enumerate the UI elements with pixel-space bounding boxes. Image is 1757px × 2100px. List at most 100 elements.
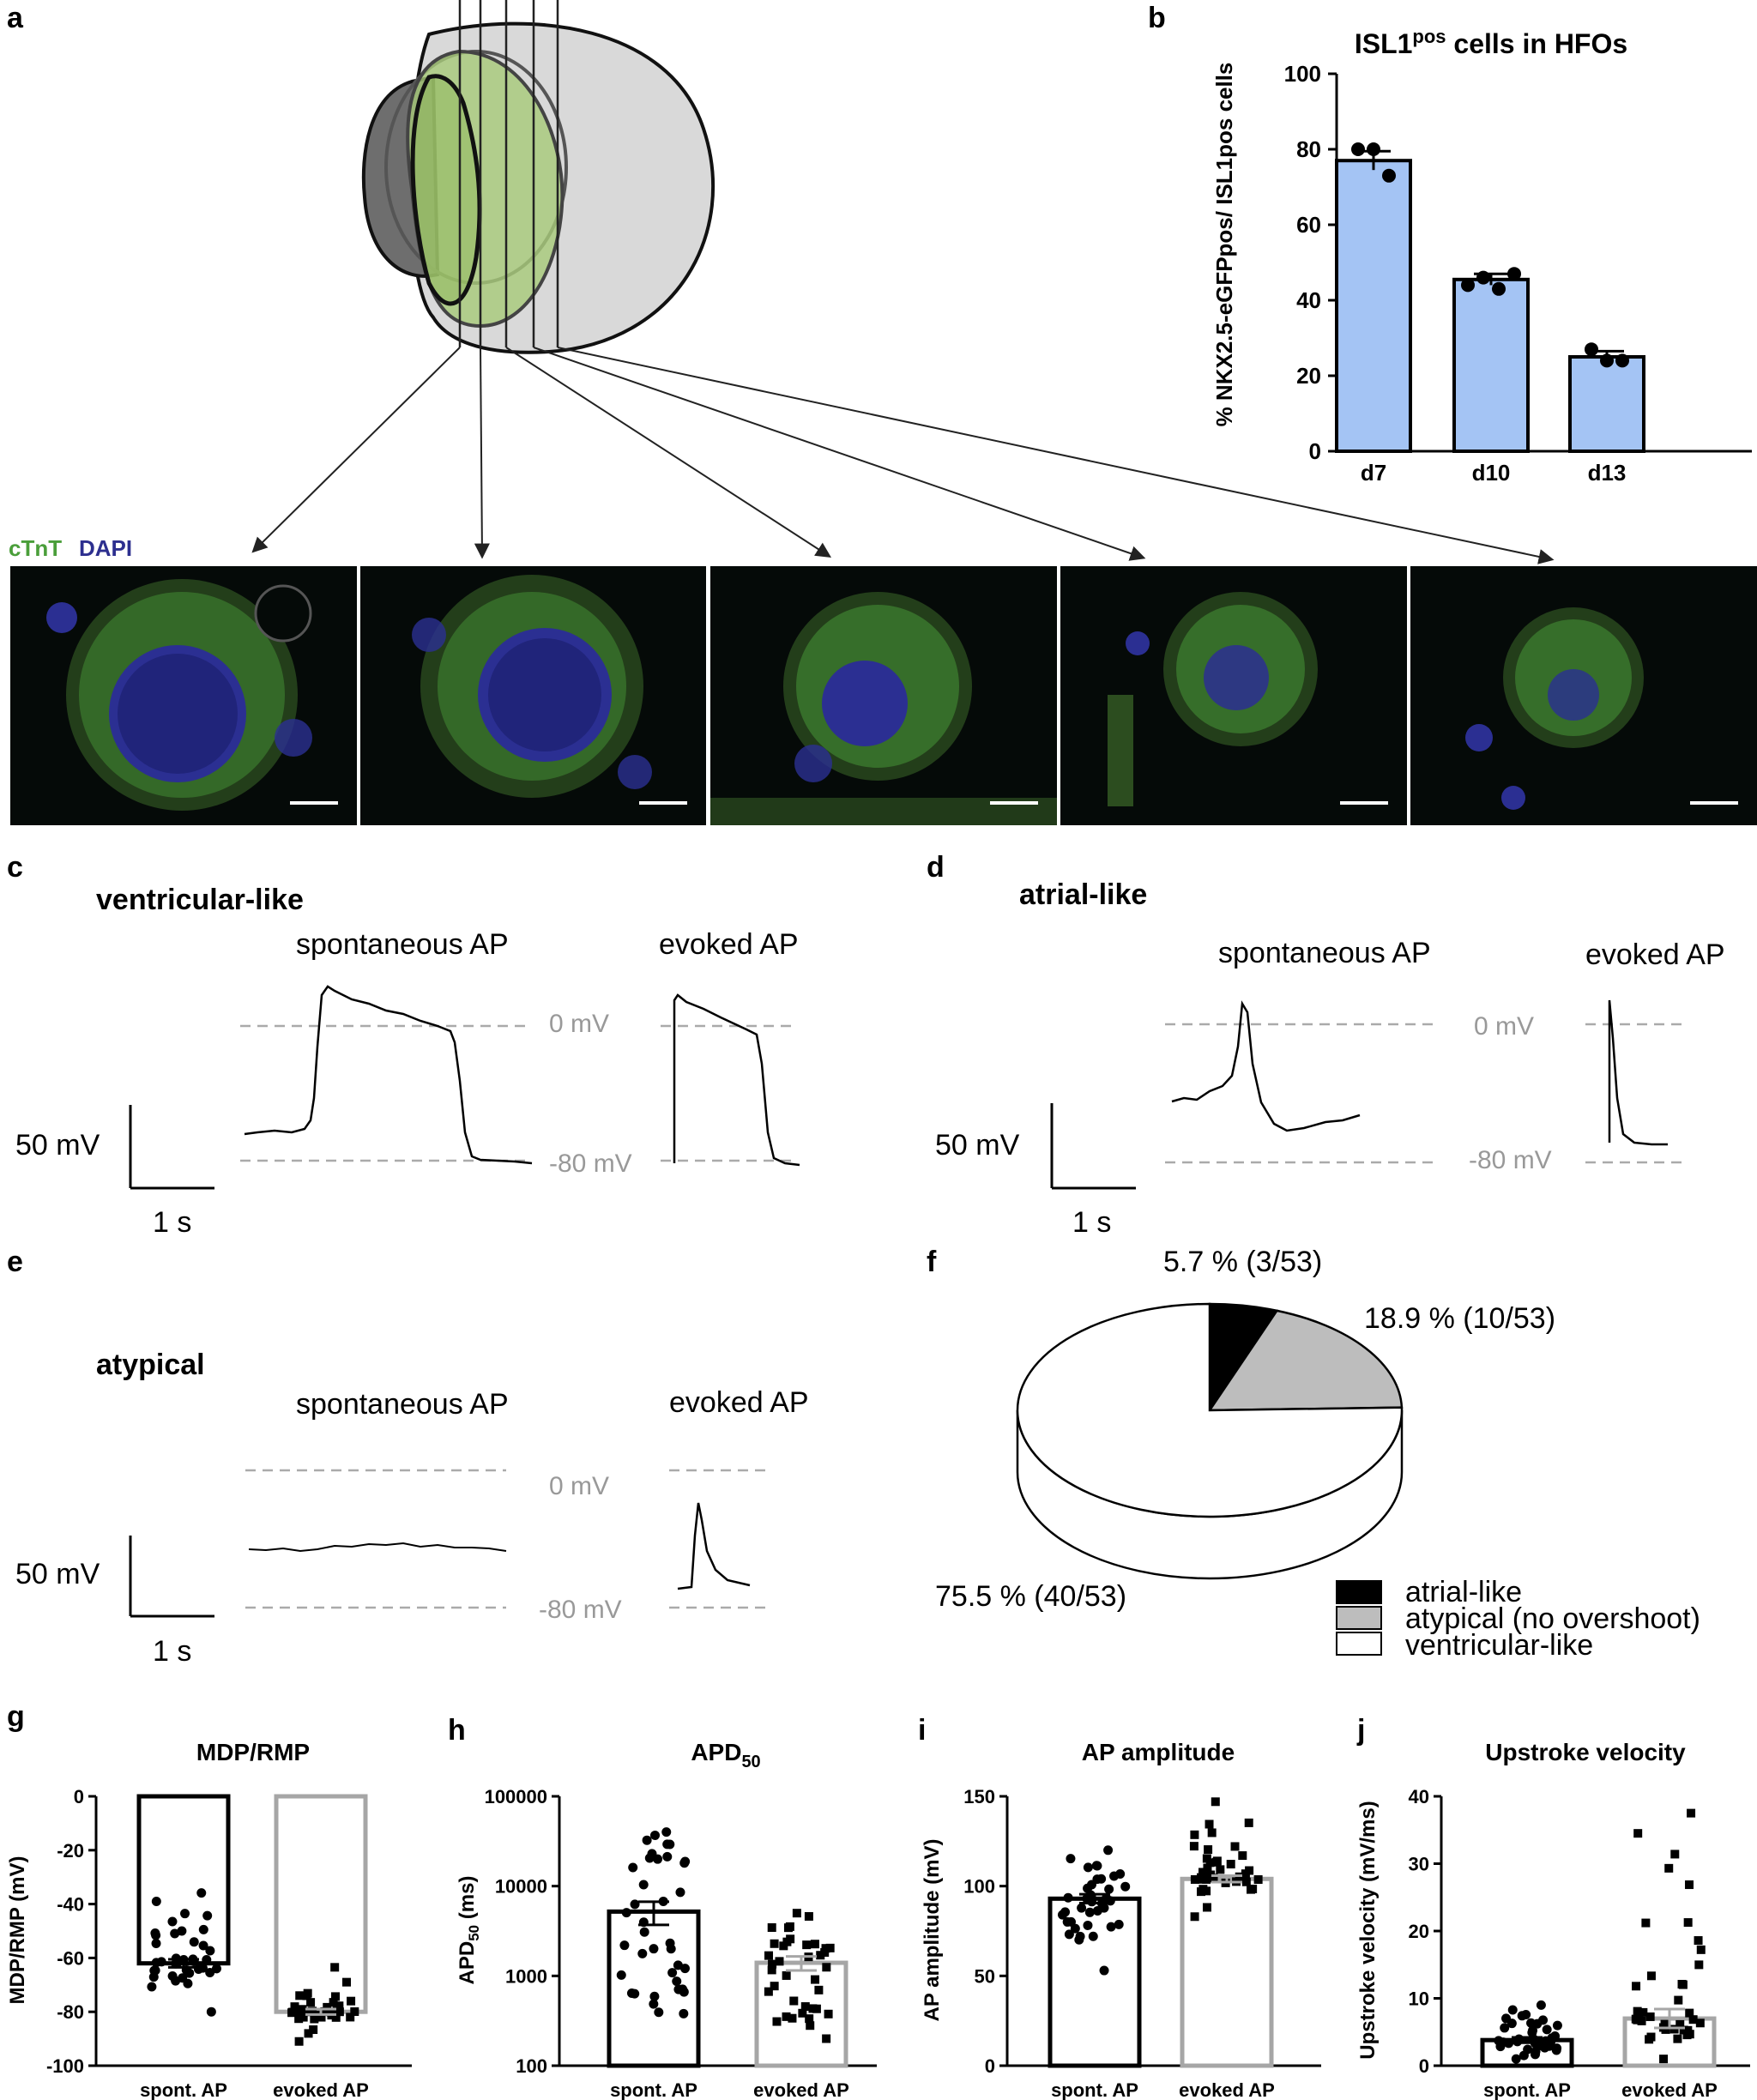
chart-j-point xyxy=(1521,2010,1531,2020)
chart-b-point xyxy=(1367,142,1380,156)
chart-h-category-label: spont. AP xyxy=(610,2079,697,2100)
panel-c-title: ventricular-like xyxy=(96,884,304,916)
chart-h-point xyxy=(820,1947,830,1957)
chart-g-point xyxy=(330,1992,340,2001)
chart-b-point xyxy=(1600,353,1614,368)
legend-label-atrial: atrial-like xyxy=(1405,1576,1522,1608)
chart-i-point xyxy=(1190,1912,1199,1922)
chart-h-point xyxy=(665,1839,675,1850)
chart-h-point xyxy=(767,1965,776,1975)
chart-h-ytick-label: 100 xyxy=(516,2055,547,2077)
panel-e-spontaneous-label: spontaneous AP xyxy=(296,1388,509,1421)
panel-d-spontaneous-label: spontaneous AP xyxy=(1218,937,1431,969)
chart-i-ylabel: AP amplitude (mV) xyxy=(921,1839,944,2022)
panel-letter-h: h xyxy=(448,1714,466,1747)
panel-c-scale-mv: 50 mV xyxy=(15,1129,100,1162)
atypical-evoked-trace xyxy=(677,1502,751,1590)
panel-e-zero-mv: 0 mV xyxy=(549,1472,609,1500)
chart-i-ytick-label: 50 xyxy=(975,1965,995,1987)
chart-b-category-label: d10 xyxy=(1472,460,1511,486)
organoid-outflow-region xyxy=(410,74,482,306)
chart-b-ytick-label: 20 xyxy=(1296,363,1321,389)
chart-b-bar xyxy=(1452,277,1530,453)
chart-j-point xyxy=(1664,1863,1674,1873)
chart-g-ytick-label: -80 xyxy=(57,2001,84,2023)
chart-b-category-label: d7 xyxy=(1361,460,1386,486)
chart-b: ISL1pos cells in HFOs % NKX2.5-eGFPpos/ … xyxy=(1211,26,1752,486)
organoid-schematic xyxy=(361,0,715,354)
chart-j-point xyxy=(1683,1918,1693,1928)
chart-i-point xyxy=(1203,1863,1212,1873)
chart-g-title: MDP/RMP xyxy=(196,1739,310,1765)
micrograph-section-3 xyxy=(710,566,1057,825)
chart-j-point xyxy=(1645,2012,1655,2021)
chart-h-point xyxy=(772,2017,782,2026)
chart-b-bar xyxy=(1335,159,1412,453)
chart-i-point xyxy=(1247,1885,1256,1894)
chart-h-point xyxy=(782,2012,791,2021)
chart-j-point xyxy=(1511,2054,1521,2064)
chart-j-point xyxy=(1551,2045,1561,2055)
chart-j-point xyxy=(1633,1829,1643,1838)
chart-h-point xyxy=(768,1959,777,1969)
chart-g-ytick-label: -20 xyxy=(57,1840,84,1862)
chart-h-point xyxy=(788,2013,797,2023)
pie-legend: atrial-like atypical (no overshoot) vent… xyxy=(1336,1576,1700,1662)
chart-j-point xyxy=(1641,1918,1651,1928)
chart-j-point xyxy=(1633,2006,1642,2016)
chart-i-point xyxy=(1241,1877,1251,1886)
chart-j-point xyxy=(1683,2025,1693,2035)
chart-i-point xyxy=(1084,1907,1095,1917)
chart-h-point xyxy=(680,1856,691,1867)
chart-h-point xyxy=(805,2014,814,2024)
chart-h-point xyxy=(812,2004,821,2013)
chart-b-point xyxy=(1461,278,1475,293)
chart-b-title: ISL1pos cells in HFOs xyxy=(1355,26,1627,59)
chart-j-point xyxy=(1673,2034,1682,2043)
chart-h-title: APD50 xyxy=(691,1739,760,1771)
chart-h-point xyxy=(783,1923,793,1933)
chart-h-point xyxy=(775,1957,784,1966)
chart-h-point xyxy=(628,1862,638,1873)
chart-i: AP amplitude AP amplitude (mV) 050100150… xyxy=(921,1739,1321,2100)
panel-c-zero-mv: 0 mV xyxy=(549,1010,609,1038)
chart-h-point xyxy=(637,1948,648,1958)
chart-g-point xyxy=(151,1938,161,1948)
chart-h-ytick-label: 100000 xyxy=(485,1786,547,1807)
chart-h-point xyxy=(626,1988,637,1998)
chart-j-point xyxy=(1639,2007,1648,2017)
chart-i-point xyxy=(1189,1842,1199,1851)
chart-i-point xyxy=(1205,1819,1214,1829)
chart-g-point xyxy=(189,1937,199,1947)
chart-j-point xyxy=(1527,2027,1537,2037)
legend-label-atypical: atypical (no overshoot) xyxy=(1405,1602,1700,1635)
chart-g-point xyxy=(335,2001,344,2011)
chart-g-point xyxy=(198,1924,208,1934)
chart-j-point xyxy=(1506,2019,1517,2029)
panel-e-title: atypical xyxy=(96,1349,205,1381)
chart-j-category-label: spont. AP xyxy=(1483,2079,1571,2100)
panel-letter-j: j xyxy=(1356,1714,1365,1747)
panel-d-scale-s: 1 s xyxy=(1072,1206,1111,1239)
chart-j-point xyxy=(1660,2019,1669,2029)
chart-h-point xyxy=(649,1944,659,1954)
chart-g-point xyxy=(151,1896,161,1906)
chart-j-point xyxy=(1645,2035,1654,2044)
chart-h-point xyxy=(802,1940,812,1950)
chart-j-point xyxy=(1694,1960,1704,1970)
chart-i-point xyxy=(1196,1887,1205,1897)
chart-b-ytick-label: 80 xyxy=(1296,136,1321,162)
chart-g-point xyxy=(294,2037,304,2046)
chart-g-point xyxy=(346,2012,355,2022)
pie-label-atrial: 5.7 % (3/53) xyxy=(1163,1246,1322,1278)
chart-j-point xyxy=(1536,2000,1546,2010)
chart-j-point xyxy=(1507,2005,1518,2015)
section-arrows xyxy=(251,347,1555,564)
chart-g-point xyxy=(183,1978,193,1988)
chart-j-point xyxy=(1670,1850,1680,1859)
chart-h-point xyxy=(666,1944,676,1954)
chart-j-ytick-label: 30 xyxy=(1409,1854,1429,1875)
chart-g-point xyxy=(305,2007,315,2017)
chart-j-point xyxy=(1500,2023,1510,2033)
chart-g-point xyxy=(149,1965,160,1976)
